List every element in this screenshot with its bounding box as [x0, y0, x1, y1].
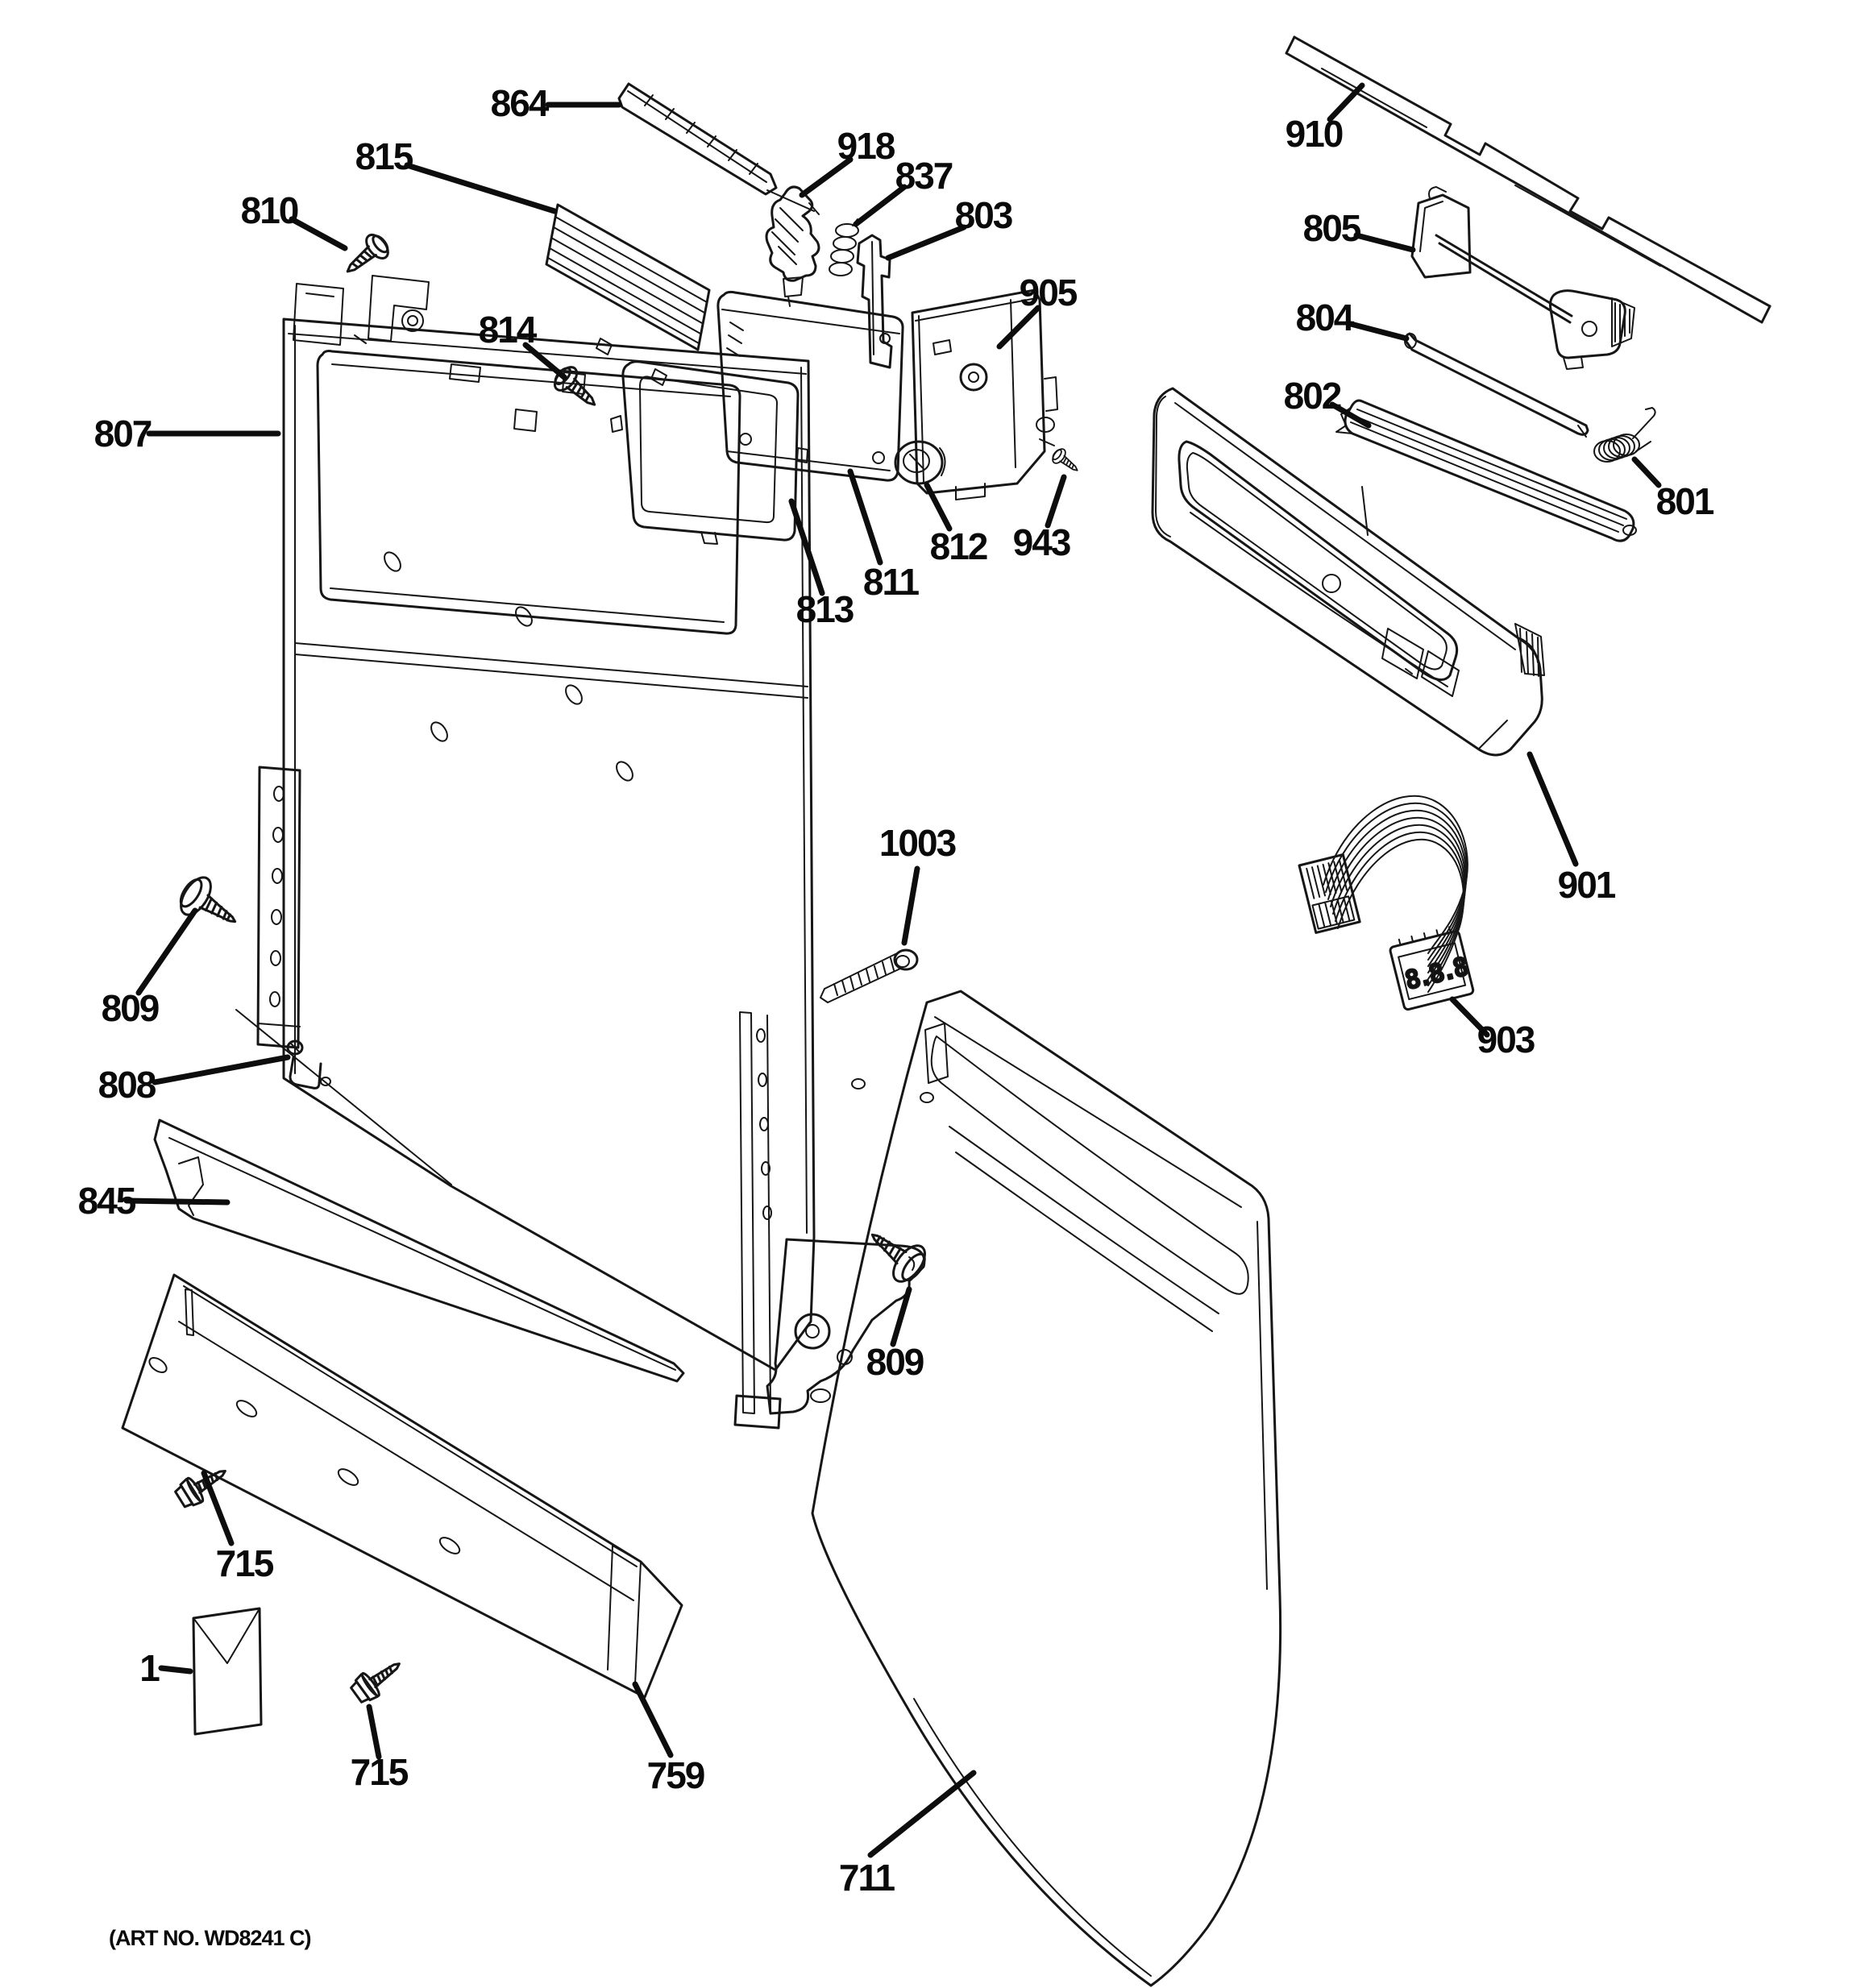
part-910-rail: [1285, 35, 1772, 324]
callout-813-label: 813: [796, 588, 854, 630]
callout-803-leader: [885, 224, 967, 261]
callout-910-label: 910: [1286, 113, 1343, 155]
callout-815-leader: [404, 162, 558, 214]
part-837-spring: [829, 218, 859, 276]
part-1-literature-envelope: [192, 1607, 263, 1736]
callout-759-label: 759: [647, 1754, 704, 1796]
callout-801-leader: [1631, 456, 1662, 488]
callout-812-label: 812: [930, 525, 987, 567]
part-803-bracket: [856, 234, 893, 369]
part-802-ribbed-insert: [1335, 399, 1637, 542]
callout-1003-leader: [901, 865, 920, 946]
callout-811-leader: [847, 468, 883, 566]
callout-943-label: 943: [1013, 521, 1070, 563]
part-810-screw: [337, 229, 394, 284]
callout-864-label: 864: [491, 82, 550, 124]
callout-808-leader: [152, 1054, 291, 1085]
callout-811-label: 811: [863, 561, 920, 603]
callout-711-leader: [867, 1770, 977, 1858]
callout-812-leader: [924, 482, 953, 532]
callout-715a-leader: [201, 1470, 235, 1546]
part-815-grille: [545, 203, 711, 386]
part-864-vent-strip: [617, 82, 820, 215]
callout-815-label: 815: [355, 135, 413, 177]
part-715-screw-bottom: [347, 1651, 409, 1708]
callout-809L-label: 809: [102, 987, 159, 1029]
callout-905-leader: [996, 305, 1041, 350]
callout-905-label: 905: [1020, 272, 1078, 313]
callout-1-label: 1: [139, 1647, 160, 1689]
part-903-ribbon-cable: 8.8.8: [1298, 795, 1475, 1011]
part-845-trim-strip: [153, 1119, 685, 1383]
display-digits: 8.8.8: [1402, 951, 1471, 996]
callout-1003-label: 1003: [879, 822, 956, 864]
part-918-latch: [765, 185, 820, 307]
callout-715b-label: 715: [351, 1751, 409, 1793]
part-711-outer-door-panel: [811, 990, 1282, 1987]
part-759-escutcheon-panel: [121, 1273, 683, 1699]
callout-837-label: 837: [895, 155, 953, 197]
callout-labels: 864 815 810 814 918 837 803 905 910 805 …: [78, 82, 1716, 1899]
callout-903-label: 903: [1477, 1019, 1535, 1060]
callout-802-label: 802: [1284, 375, 1341, 417]
callout-1-leader: [158, 1665, 193, 1675]
part-805-bracket: [1410, 186, 1635, 370]
ribbon-connector: [1298, 853, 1361, 934]
callout-809L-leader: [135, 907, 198, 996]
callout-845-leader: [123, 1197, 231, 1206]
leader-lines: [123, 82, 1662, 1858]
callout-814-label: 814: [479, 309, 538, 351]
ribbon-display: 8.8.8: [1389, 926, 1475, 1011]
callout-809R-leader: [890, 1286, 912, 1347]
callout-813-leader: [788, 498, 825, 596]
part-901-control-panel: [1151, 387, 1545, 757]
callout-803-label: 803: [955, 194, 1012, 236]
callout-715b-leader: [366, 1704, 382, 1760]
callout-918-leader: [799, 156, 854, 198]
callout-715a-label: 715: [216, 1542, 274, 1584]
part-943-screw: [1049, 445, 1083, 478]
callout-810-leader: [289, 216, 348, 251]
callout-805-label: 805: [1303, 207, 1361, 249]
callout-759-leader: [632, 1681, 674, 1758]
callout-808-label: 808: [98, 1064, 156, 1106]
part-1003-screw: [820, 948, 919, 1003]
callout-804-leader: [1348, 321, 1410, 342]
part-812-knob: [894, 440, 946, 485]
callout-807-label: 807: [94, 413, 152, 454]
callout-805-leader: [1353, 232, 1416, 253]
callout-845-label: 845: [78, 1180, 136, 1222]
callout-943-leader: [1045, 474, 1067, 529]
callout-802-leader: [1329, 401, 1372, 429]
part-715-screw-left: [171, 1458, 234, 1513]
part-811-vent-cover: [717, 290, 904, 482]
callout-903-leader: [1449, 996, 1490, 1038]
callout-801-label: 801: [1656, 480, 1714, 522]
callout-901-leader: [1526, 751, 1579, 867]
callout-901-label: 901: [1558, 864, 1616, 906]
part-905-control-module: [911, 288, 1058, 500]
callout-711-label: 711: [839, 1857, 895, 1899]
callout-918-label: 918: [837, 125, 895, 167]
part-804-rod: [1404, 332, 1589, 438]
part-808-clip: [286, 1040, 331, 1089]
art-number: (ART NO. WD8241 C): [109, 1926, 311, 1950]
callout-809R-label: 809: [866, 1341, 924, 1383]
callout-814-leader: [522, 342, 567, 380]
callout-837-leader: [853, 184, 908, 227]
part-807-inner-door-panel: [235, 275, 934, 1430]
callout-804-label: 804: [1296, 297, 1355, 338]
callout-810-label: 810: [241, 189, 298, 231]
callout-910-leader: [1327, 82, 1365, 122]
part-801-spring: [1593, 407, 1656, 463]
